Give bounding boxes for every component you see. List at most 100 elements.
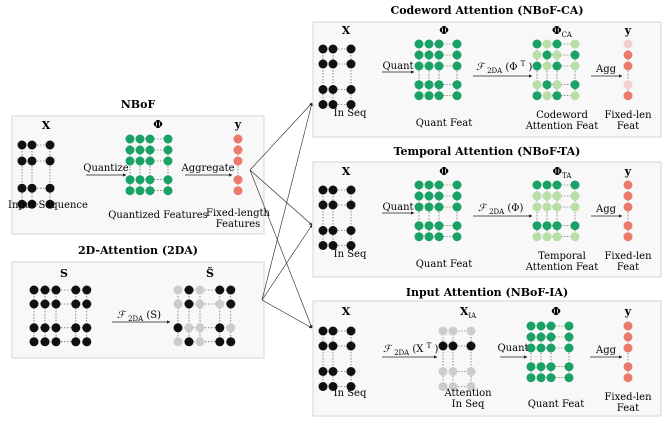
grid-dot xyxy=(135,145,145,155)
nbof-input-grid xyxy=(17,140,55,209)
ca-fixed-label-1: Fixed-len xyxy=(604,110,652,121)
grid-dot xyxy=(125,175,135,185)
grid-dot xyxy=(542,91,552,101)
ca-phi-symbol: Φ xyxy=(439,24,449,37)
grid-dot xyxy=(570,61,580,71)
grid-dot xyxy=(318,85,328,94)
grid-dot xyxy=(346,382,356,391)
grid-dot xyxy=(414,180,424,190)
2da-formula: ℱ 2DA (S) xyxy=(117,310,161,324)
grid-dot xyxy=(82,285,92,295)
ta-f-sub: 2DA xyxy=(489,208,505,216)
grid-dot xyxy=(318,44,328,54)
grid-dot xyxy=(532,80,542,90)
grid-dot xyxy=(163,134,173,144)
grid-dot xyxy=(215,337,225,347)
grid-dot xyxy=(29,285,39,295)
grid-dot xyxy=(71,285,81,295)
grid-dot xyxy=(434,50,444,60)
grid-dot xyxy=(570,180,580,190)
2da-s-symbol: S xyxy=(60,267,68,280)
grid-dot xyxy=(163,156,173,166)
grid-dot xyxy=(215,299,225,309)
grid-dot xyxy=(552,202,562,212)
grid-dot xyxy=(346,59,356,69)
grid-dot xyxy=(542,39,552,49)
output-dot xyxy=(623,50,633,60)
ia-formula: ℱ 2DA (X T ) xyxy=(383,340,438,358)
grid-dot xyxy=(466,341,476,351)
ta-input-grid xyxy=(318,185,356,250)
grid-dot xyxy=(434,191,444,201)
grid-dot xyxy=(82,299,92,309)
ia-phi-symbol: Φ xyxy=(551,305,561,318)
grid-dot xyxy=(318,185,328,195)
ta-fixed-label-2: Feat xyxy=(617,262,639,273)
grid-dot xyxy=(448,341,458,351)
ca-formula: ℱ 2DA (Φ T ) xyxy=(476,58,533,76)
grid-dot xyxy=(346,44,356,54)
grid-dot xyxy=(434,80,444,90)
grid-dot xyxy=(414,232,424,242)
grid-dot xyxy=(184,299,194,309)
grid-dot xyxy=(424,232,434,242)
ia-input-grid xyxy=(318,326,356,391)
grid-dot xyxy=(466,326,476,336)
grid-dot xyxy=(424,61,434,71)
ca-y-symbol: y xyxy=(624,24,632,37)
grid-dot xyxy=(125,156,135,166)
grid-dot xyxy=(438,326,448,336)
grid-dot xyxy=(532,61,542,71)
grid-dot xyxy=(328,367,338,376)
grid-dot xyxy=(40,299,50,309)
grid-dot xyxy=(424,202,434,212)
grid-dot xyxy=(542,180,552,190)
grid-dot xyxy=(226,323,236,333)
ia-x-symbol: X xyxy=(342,305,351,318)
ia-f-close: ) xyxy=(434,344,438,355)
grid-dot xyxy=(564,362,574,372)
grid-dot xyxy=(570,80,580,90)
ta-f-arg: (Φ) xyxy=(507,203,523,214)
2da-f-main: ℱ xyxy=(117,310,127,321)
grid-dot xyxy=(424,221,434,231)
ca-input-grid xyxy=(318,44,356,109)
grid-dot xyxy=(346,200,356,210)
grid-dot xyxy=(570,232,580,242)
grid-dot xyxy=(424,91,434,101)
ca-quant-feat-label: Quant Feat xyxy=(416,118,473,129)
grid-dot xyxy=(346,326,356,336)
grid-dot xyxy=(414,50,424,60)
grid-dot xyxy=(27,140,37,150)
ta-quant-label: Quant xyxy=(382,202,413,213)
grid-dot xyxy=(452,61,462,71)
nbof-title: NBoF xyxy=(121,98,156,111)
grid-dot xyxy=(424,180,434,190)
output-dot xyxy=(623,39,633,49)
grid-dot xyxy=(71,337,81,347)
grid-dot xyxy=(135,134,145,144)
grid-dot xyxy=(163,186,173,196)
ca-phi-ca-main: Φ xyxy=(552,24,562,37)
grid-dot xyxy=(526,321,536,331)
grid-dot xyxy=(328,100,338,109)
ta-x-symbol: X xyxy=(342,165,351,178)
ia-fixed-label-1: Fixed-len xyxy=(604,392,652,403)
grid-dot xyxy=(40,323,50,333)
ca-phi-ca-symbol: ΦCA xyxy=(552,24,573,39)
grid-dot xyxy=(29,299,39,309)
grid-dot xyxy=(71,323,81,333)
grid-dot xyxy=(346,185,356,195)
grid-dot xyxy=(27,183,37,193)
ca-f-close: ) xyxy=(529,62,533,73)
grid-dot xyxy=(163,145,173,155)
grid-dot xyxy=(414,80,424,90)
grid-dot xyxy=(135,175,145,185)
nbof-fixed-length-label: Fixed-length xyxy=(206,208,270,219)
grid-dot xyxy=(552,50,562,60)
ca-f-sup: T xyxy=(521,60,526,68)
nbof-aggregate-label: Aggregate xyxy=(180,163,234,174)
grid-dot xyxy=(564,321,574,331)
grid-dot xyxy=(40,337,50,347)
